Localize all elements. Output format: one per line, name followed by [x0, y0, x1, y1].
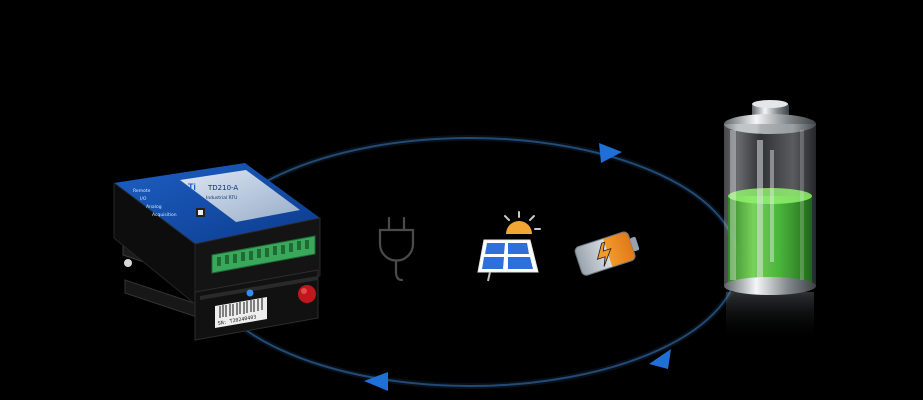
solar-panel-icon	[477, 211, 541, 282]
battery-charge-fill	[728, 196, 812, 284]
cycle-arrow-bottom-left	[364, 372, 388, 391]
device-side-line-2: I/O	[140, 196, 147, 202]
cycle-arrow-top	[599, 143, 622, 163]
device-brand: Ti	[188, 182, 196, 192]
battery-charging-icon	[574, 231, 640, 276]
large-battery	[724, 100, 816, 342]
cycle-arrow-bottom-right	[649, 349, 671, 369]
device-model-subtitle: Industrial RTU	[206, 195, 237, 201]
device-side-line-4: Acquisition	[152, 212, 177, 218]
device-side-line-1: Remote	[133, 188, 151, 194]
plug-icon	[378, 216, 415, 282]
terminal-block	[211, 235, 316, 274]
device-side-line-3: Analog	[146, 204, 162, 210]
device-label-panel	[180, 170, 300, 222]
antenna-connector	[298, 285, 316, 303]
status-led	[246, 289, 254, 297]
device-model: TD210-A	[207, 184, 238, 192]
rtu-device: Ti TD210-A Industrial RTU Remote I/O Ana…	[113, 163, 321, 341]
